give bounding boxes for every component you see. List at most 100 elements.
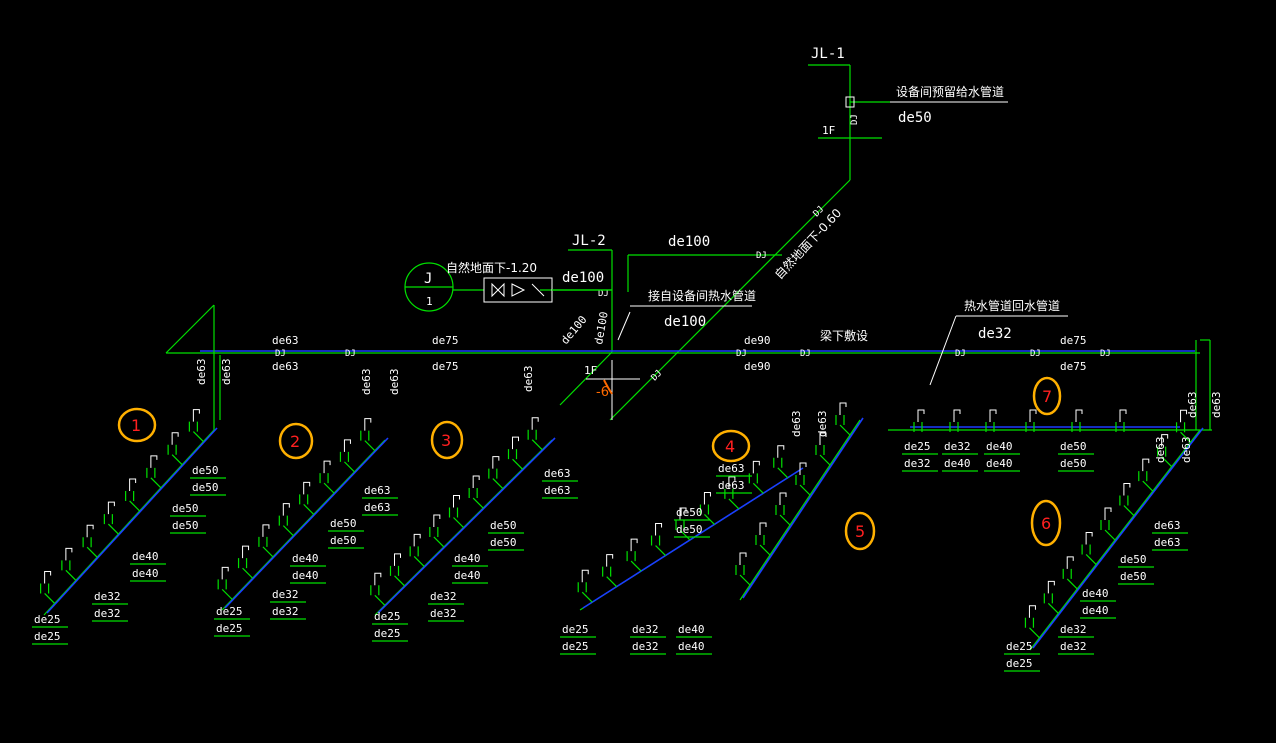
- branch-group-4-size-3: de32: [632, 640, 659, 653]
- main-de75-b2: de75: [1060, 360, 1087, 373]
- hot-from-equip-note: 接自设备间热水管道: [648, 288, 756, 303]
- marker-3: 3: [430, 420, 464, 460]
- main-de90-a2: de90: [744, 360, 771, 373]
- main-de75-a2: de75: [432, 360, 459, 373]
- branch-group-2-size-7: de50: [330, 534, 357, 547]
- branch-group-1-size-2: de32: [94, 590, 121, 603]
- de32-top-label: de32: [978, 326, 1012, 342]
- svg-text:DJ: DJ: [850, 114, 860, 125]
- branch-group-2-size-9: de63: [364, 501, 391, 514]
- svg-text:3: 3: [441, 431, 451, 450]
- branch-group-7-size-6: de50: [1060, 440, 1087, 453]
- branch-group-6-size-1: de25: [1006, 657, 1033, 670]
- branch-group-1-size-7: de50: [172, 519, 199, 532]
- branch-group-2-size-1: de25: [216, 622, 243, 635]
- marker-7: 7: [1032, 376, 1062, 416]
- branch-group-4-size-8: de63: [718, 462, 745, 475]
- branch-group-1-size-8: de50: [192, 464, 219, 477]
- hot-return-note: 热水管道回水管道: [964, 298, 1060, 313]
- branch-group-4-size-5: de40: [678, 640, 705, 653]
- branch-group-3-size-3: de32: [430, 607, 457, 620]
- branch-group-6-size-8: de63: [1154, 519, 1181, 532]
- marker-5: 5: [844, 511, 876, 551]
- branch-group-6-size-2: de32: [1060, 623, 1087, 636]
- elevation-mark: -6: [596, 385, 609, 400]
- jl2-label: JL-2: [572, 233, 606, 249]
- branch-group-3-size-7: de50: [490, 536, 517, 549]
- branch-groups: de25 de25 de32 de32 de40 de40 de50 de50 de50 de50…: [32, 359, 1223, 672]
- branch-group-3-size-6: de50: [490, 519, 517, 532]
- riser-size-1: de63: [220, 359, 233, 386]
- branch-group-3-size-1: de25: [374, 627, 401, 640]
- branch-group-6-size-4: de40: [1082, 587, 1109, 600]
- main-supply-line: DJ DJ DJ DJ DJ DJ DJ: [165, 304, 1212, 431]
- main-de63-a1: de63: [272, 334, 299, 347]
- branch-group-3-size-2: de32: [430, 590, 457, 603]
- branch-group-7-size-7: de50: [1060, 457, 1087, 470]
- branch-group-3-size-9: de63: [544, 484, 571, 497]
- branch-group-4-size-4: de40: [678, 623, 705, 636]
- svg-text:DJ: DJ: [1030, 349, 1041, 359]
- meter-number: 1: [426, 295, 433, 308]
- branch-group-2-size-8: de63: [364, 484, 391, 497]
- branch-group-6-size-3: de32: [1060, 640, 1087, 653]
- svg-text:7: 7: [1042, 387, 1052, 406]
- branch-group-1-size-0: de25: [34, 613, 61, 626]
- branch-group-4-size-0: de25: [562, 623, 589, 636]
- equip-room-note: 设备间预留给水管道: [896, 84, 1004, 99]
- riser-size-10: de63: [1210, 392, 1223, 419]
- branch-group-4-size-1: de25: [562, 640, 589, 653]
- svg-text:DJ: DJ: [598, 289, 609, 299]
- branch-group-6-size-9: de63: [1154, 536, 1181, 549]
- under-beam-note: 梁下敷设: [820, 328, 868, 343]
- branch-group-7-size-1: de32: [904, 457, 931, 470]
- marker-4: 4: [711, 429, 751, 463]
- riser-size-4: de63: [522, 366, 535, 393]
- branch-group-1-size-1: de25: [34, 630, 61, 643]
- branch-group-2-size-4: de40: [292, 552, 319, 565]
- riser-size-9: de63: [1186, 392, 1199, 419]
- branch-group-6: de25 de25 de32 de32 de40 de40 de50 de50 de63 de63: [1004, 409, 1204, 672]
- branch-group-1-size-4: de40: [132, 550, 159, 563]
- buried-060-note: 自然地面下-0.60: [771, 205, 844, 282]
- branch-group-1-size-3: de32: [94, 607, 121, 620]
- branch-group-4-size-7: de50: [676, 523, 703, 536]
- marker-6: 6: [1030, 499, 1062, 547]
- svg-text:DJ: DJ: [345, 349, 356, 359]
- svg-text:4: 4: [725, 437, 735, 456]
- branch-group-4-size-2: de32: [632, 623, 659, 636]
- branch-group-5: [735, 402, 864, 601]
- svg-text:6: 6: [1041, 514, 1051, 533]
- jl1-label: JL-1: [811, 46, 845, 62]
- branch-group-6-size-6: de50: [1120, 553, 1147, 566]
- de50-top-label: de50: [898, 110, 932, 126]
- branch-group-2-size-6: de50: [330, 517, 357, 530]
- branch-group-1-size-5: de40: [132, 567, 159, 580]
- floor-1f-top: 1F: [822, 124, 835, 137]
- branch-group-6-size-0: de25: [1006, 640, 1033, 653]
- svg-text:DJ: DJ: [955, 349, 966, 359]
- de100-label-c: de100: [664, 314, 706, 330]
- de100-label-b: de100: [562, 270, 604, 286]
- branch-group-3-size-5: de40: [454, 569, 481, 582]
- branch-group-6-size-5: de40: [1082, 604, 1109, 617]
- buried-120-note: 自然地面下-1.20: [446, 260, 537, 275]
- branch-group-2-size-3: de32: [272, 605, 299, 618]
- branch-group-7-size-3: de40: [944, 457, 971, 470]
- branch-group-4-size-9: de63: [718, 479, 745, 492]
- riser-size-3: de63: [388, 369, 401, 396]
- svg-text:2: 2: [290, 432, 300, 451]
- riser-size-2: de63: [360, 369, 373, 396]
- de100-diag-d: de100: [558, 313, 589, 347]
- branch-group-7-size-5: de40: [986, 457, 1013, 470]
- main-de75-a1: de75: [432, 334, 459, 347]
- branch-group-6-size-7: de50: [1120, 570, 1147, 583]
- main-de90-a1: de90: [744, 334, 771, 347]
- meter-label: J: [424, 271, 432, 287]
- marker-2: 2: [278, 422, 314, 460]
